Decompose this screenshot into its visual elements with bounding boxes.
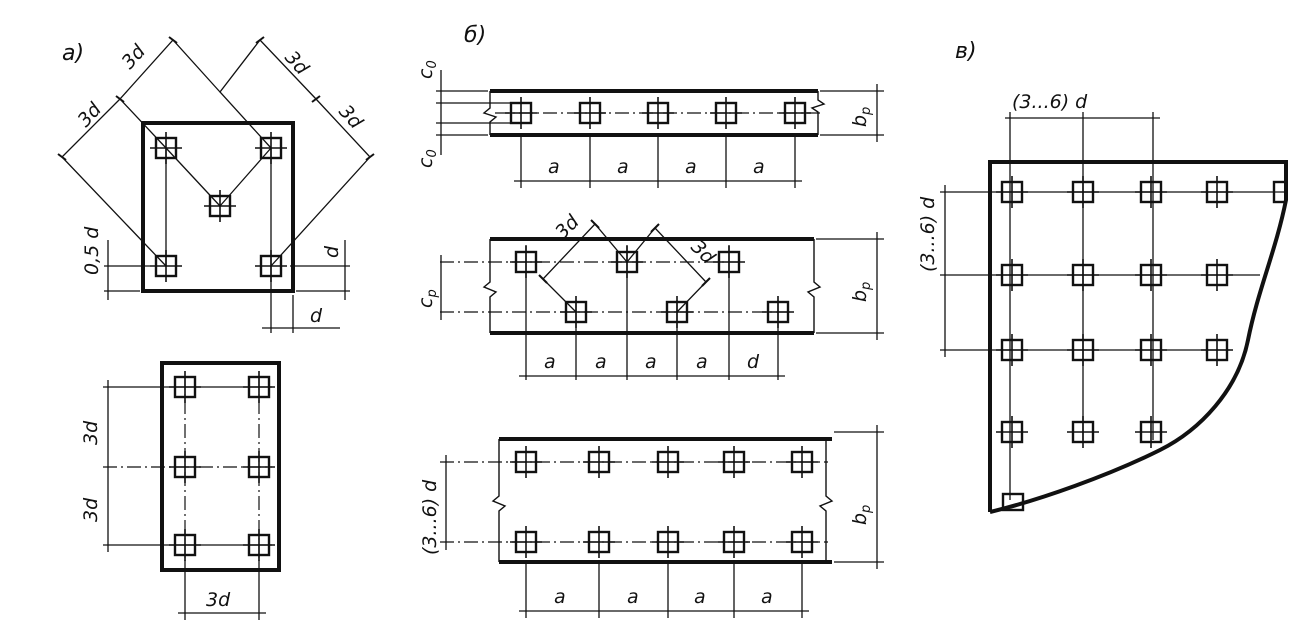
dim-a: a [617,156,629,178]
dim-bp-2: bp [849,282,874,302]
bolt [777,95,813,131]
bolt [994,332,1030,368]
bolt [784,524,820,560]
bolt [1133,257,1169,293]
dim-c0-bottom: c0 [415,149,440,168]
bolt [241,369,277,405]
bolt [1065,257,1101,293]
panel-c: в) (3...6) d (3...6) d [917,39,1288,514]
plate-a-top [141,121,295,293]
bolt [572,95,608,131]
dim-3d-upper: 3d [80,420,102,445]
bolt [1199,174,1235,210]
dim-a: a [761,586,773,608]
bolt [167,449,203,485]
bolt [784,444,820,480]
bolt [508,524,544,560]
bolt-partial [1272,180,1288,204]
bolt [1133,332,1169,368]
dim-range-b: (3...6) d [419,479,441,555]
bolt [1065,414,1101,450]
bolt [202,188,238,224]
panel-a: а) 3d 3d 3d 3d 0,5 d d [57,36,375,620]
plate-c [988,160,1288,514]
bolt [650,444,686,480]
bolt [167,369,203,405]
bolt [994,174,1030,210]
dim-3d-right: 3d [334,101,367,134]
dim-bp-1: bp [849,107,874,127]
dim-bp-3: bp [849,505,874,525]
bolt [716,524,752,560]
bolt [581,444,617,480]
dim-3d-left: 3d [73,98,106,131]
dim-range-c-side: (3...6) d [917,196,939,272]
bolt [640,95,676,131]
dim-d-horizontal: d [310,305,323,327]
dim-cp: cp [415,289,440,308]
bolt [581,524,617,560]
bolt [1133,414,1169,450]
bolt [650,524,686,560]
panel-a-title: а) [62,41,84,66]
bolt [508,244,544,280]
bolt [241,449,277,485]
dim-a: a [544,351,556,373]
bolt [1199,332,1235,368]
bolt [994,257,1030,293]
dim-a: a [696,351,708,373]
dim-a: a [645,351,657,373]
dim-a: a [694,586,706,608]
dim-a: a [548,156,560,178]
bolt [1199,257,1235,293]
dim-a: a [554,586,566,608]
bolt [167,527,203,563]
dim-3d-top-right: 3d [280,47,313,80]
dim-range-c-top: (3...6) d [1012,91,1088,113]
bolt [508,444,544,480]
dim-half-d: 0,5 d [81,226,103,275]
panel-c-title: в) [955,39,977,64]
bolt [1065,174,1101,210]
dim-a: a [627,586,639,608]
panel-b-title: б) [464,23,486,48]
dim-a: a [753,156,765,178]
panel-b: б) c0 c0 bp a a a a [415,23,884,618]
bolt [1065,332,1101,368]
bolt-partial [1001,492,1025,512]
dim-3d-top-left: 3d [117,40,150,73]
dim-d-vertical: d [321,245,343,258]
dim-c0-top: c0 [415,60,440,79]
dim-3d-lower: 3d [80,497,102,522]
bolt [760,294,796,330]
dim-a: a [685,156,697,178]
bolt [994,414,1030,450]
dim-3d-bottom: 3d [206,589,231,611]
dim-d: d [747,351,760,373]
bolt [708,95,744,131]
bolt [1133,174,1169,210]
dim-a: a [595,351,607,373]
bolt [503,95,539,131]
bolt [716,444,752,480]
bolt [241,527,277,563]
